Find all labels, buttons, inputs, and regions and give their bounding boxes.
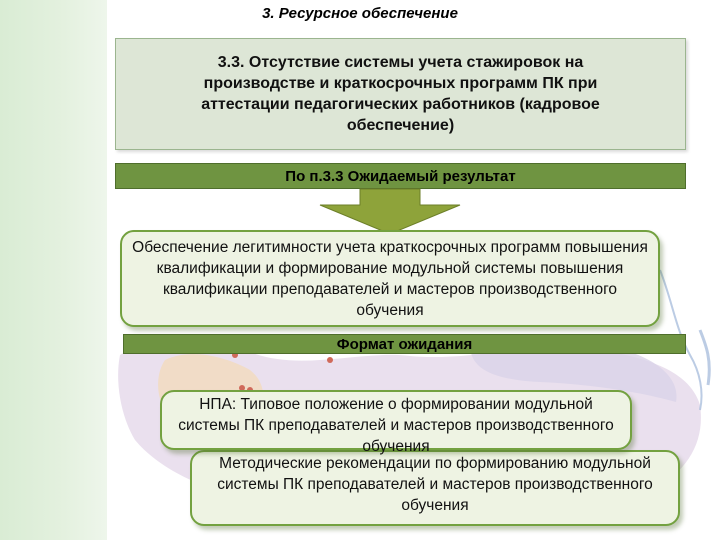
expected-result-text: Обеспечение легитимности учета краткосро… [132,238,648,319]
left-decorative-stripe [0,0,107,540]
document-text-1: НПА: Типовое положение о формировании мо… [178,396,614,455]
document-box-1: НПА: Типовое положение о формировании мо… [160,390,632,455]
format-header: Формат ожидания [123,334,686,354]
problem-text: 3.3. Отсутствие системы учета стажировок… [201,54,600,134]
expected-result-box: Обеспечение легитимности учета краткосро… [120,230,660,327]
document-box-2: Методические рекомендации по формировани… [190,450,680,526]
document-text-2: Методические рекомендации по формировани… [217,455,653,514]
problem-box: 3.3. Отсутствие системы учета стажировок… [115,38,686,150]
page-title: 3. Ресурсное обеспечение [262,5,458,22]
expected-result-header: По п.3.3 Ожидаемый результат [115,163,686,189]
